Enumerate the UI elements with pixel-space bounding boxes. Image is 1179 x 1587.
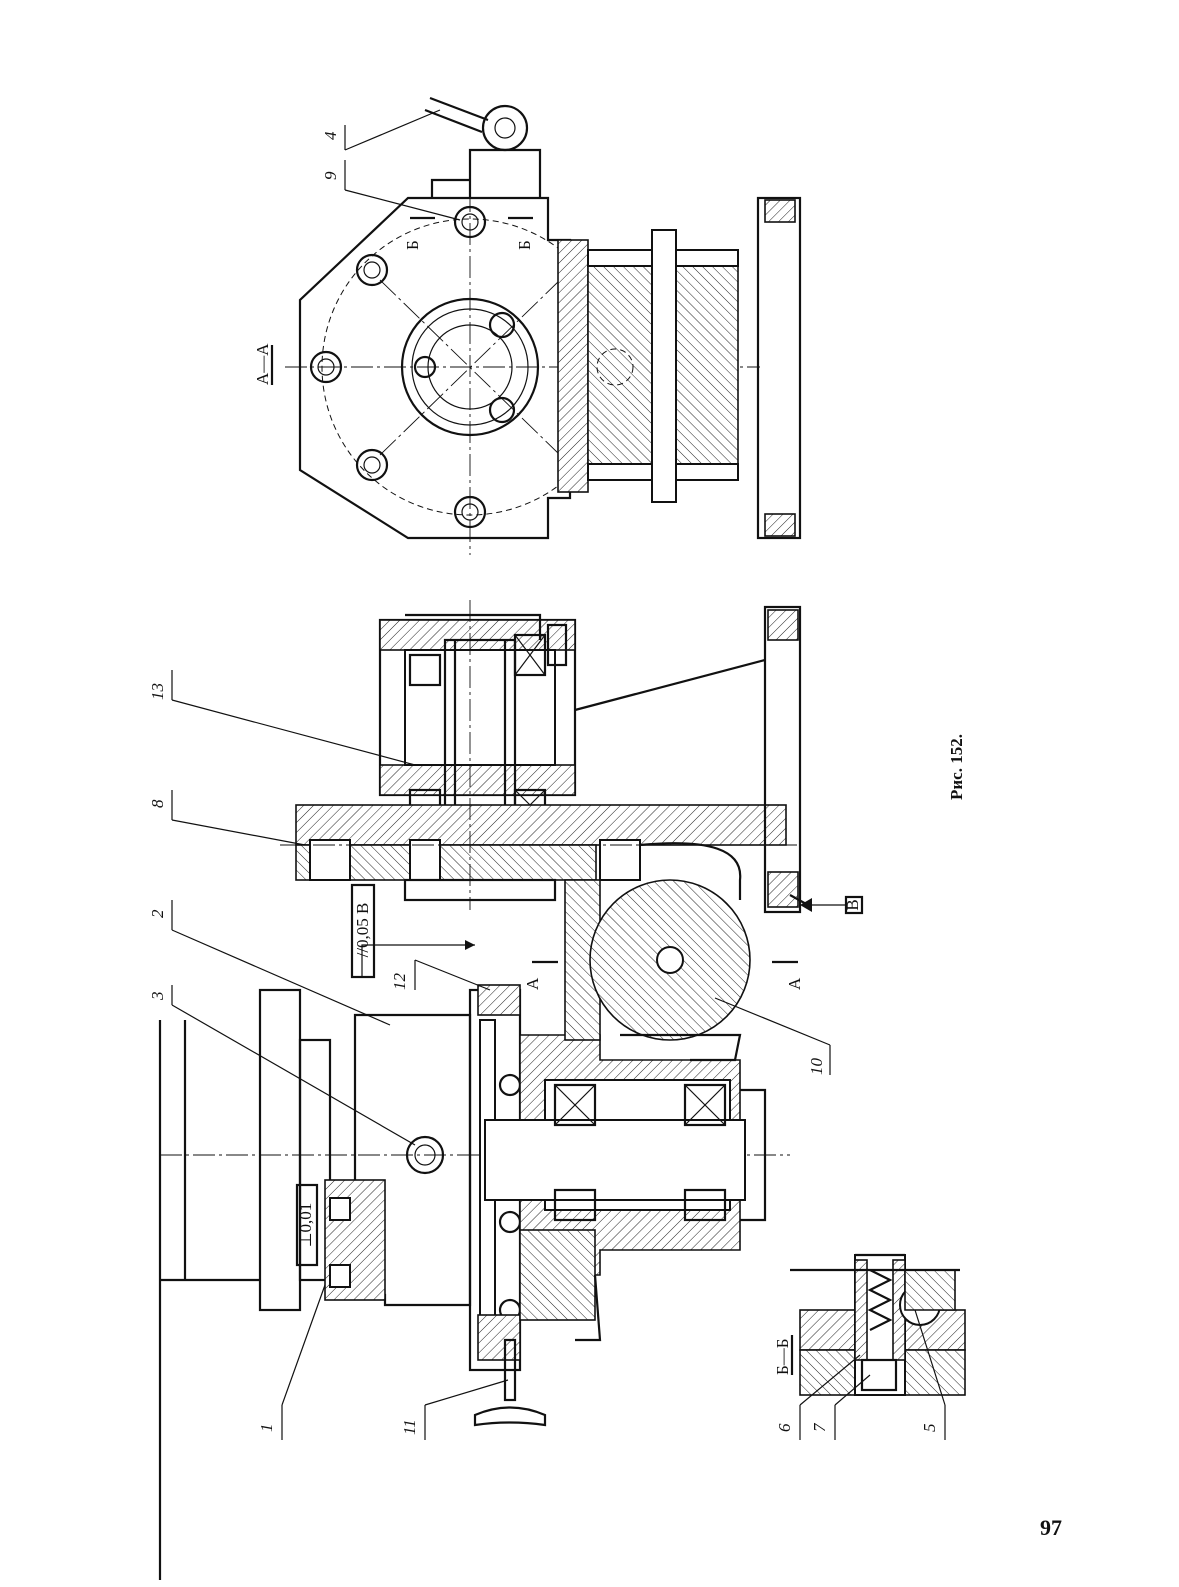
cut-mark-b-left: Б xyxy=(403,240,422,250)
callout-8: 8 xyxy=(148,799,167,808)
callout-13: 13 xyxy=(148,683,167,700)
callout-12: 12 xyxy=(390,973,409,991)
page-number: 97 xyxy=(1040,1515,1062,1541)
cut-mark-a-left: А xyxy=(523,977,542,990)
callout-9: 9 xyxy=(321,171,340,180)
callout-2: 2 xyxy=(148,909,167,918)
cut-mark-a-right: А xyxy=(785,977,804,990)
callout-5: 5 xyxy=(920,1424,939,1433)
callout-3: 3 xyxy=(148,992,167,1002)
callout-7: 7 xyxy=(810,1422,829,1432)
figure-caption: Рис. 152. xyxy=(947,734,966,800)
callout-10: 10 xyxy=(807,1058,826,1076)
callout-6: 6 xyxy=(775,1423,794,1432)
section-aa-title: А—А xyxy=(253,343,272,385)
section-bb-view: Б—Б xyxy=(773,1255,965,1395)
callout-1: 1 xyxy=(257,1424,276,1433)
perpendicularity-tolerance: ⊥0,01 xyxy=(296,1203,315,1248)
callout-11: 11 xyxy=(400,1419,419,1435)
callout-4: 4 xyxy=(321,131,340,140)
section-aa-view: Б Б А—А 9 4 xyxy=(253,98,800,555)
section-bb-title: Б—Б xyxy=(773,1338,792,1375)
main-assembly-view: В //0,05 В ⊥0,01 А А xyxy=(160,600,862,1580)
cut-mark-b-right: Б xyxy=(515,240,534,250)
